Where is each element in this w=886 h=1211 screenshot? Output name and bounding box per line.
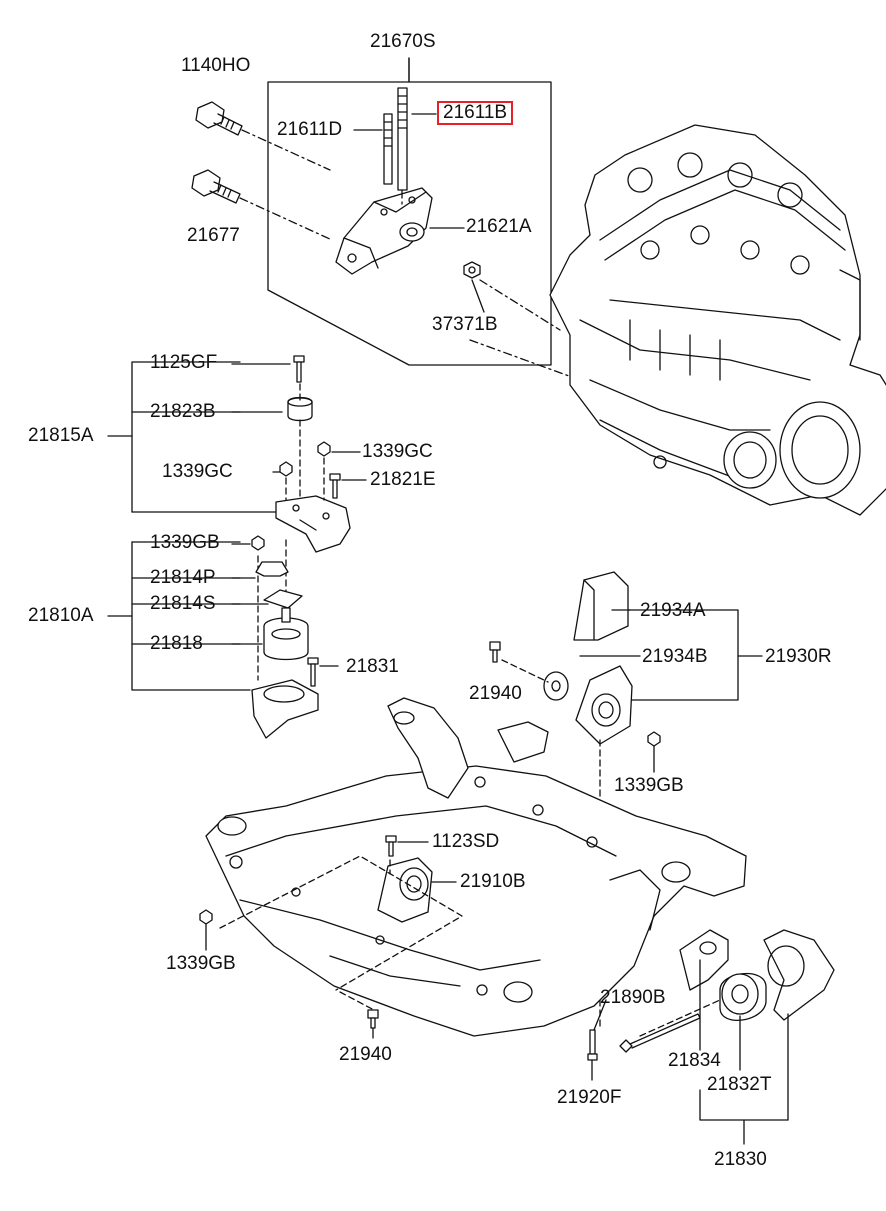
mount-21930r-icon: [575, 665, 633, 745]
label-1339gc-right[interactable]: 1339GC: [362, 441, 433, 462]
label-21621a[interactable]: 21621A: [466, 216, 532, 237]
bracket-21930r-outline: [579, 609, 763, 701]
bolt-21821e-icon: [329, 473, 341, 499]
label-1125gf[interactable]: 1125GF: [150, 352, 218, 373]
bolt-1125gf-icon: [293, 355, 305, 383]
bolt-1123sd-icon: [385, 835, 397, 857]
label-21821e[interactable]: 21821E: [370, 469, 436, 490]
label-21910b[interactable]: 21910B: [460, 871, 526, 892]
bolt-21940-top-icon: [489, 641, 501, 663]
bushing-21832t-icon: [719, 972, 767, 1021]
label-21611d[interactable]: 21611D: [277, 119, 343, 140]
bushing-21823b-icon: [287, 396, 313, 422]
subframe-icon: [205, 697, 747, 1037]
stud-21611b-icon: [397, 87, 408, 191]
nut-1339gc-right-icon: [317, 441, 331, 457]
leader-lines-misc: [353, 57, 631, 1031]
bolt-21831-icon: [307, 657, 319, 687]
bracket-21834-icon: [679, 929, 729, 991]
cover-21934a-icon: [573, 571, 629, 641]
bolt-21920f-icon: [587, 1029, 598, 1081]
rod-21830-icon: [763, 929, 835, 1021]
label-21814s[interactable]: 21814S: [150, 593, 216, 614]
nut-1339gc-left-icon: [279, 461, 293, 477]
upper-mount-group-box: [267, 57, 552, 366]
label-21823b[interactable]: 21823B: [150, 401, 216, 422]
nut-1339gb-right-icon: [647, 731, 661, 773]
label-1339gb-right[interactable]: 1339GB: [614, 775, 684, 796]
label-21930r[interactable]: 21930R: [765, 646, 832, 667]
label-21890b[interactable]: 21890B: [600, 987, 666, 1008]
mount-base-21810a-icon: [251, 679, 319, 739]
bracket-21815a-outline: [107, 361, 281, 513]
label-21834[interactable]: 21834: [668, 1050, 721, 1071]
label-1339gb-left[interactable]: 1339GB: [166, 953, 236, 974]
label-21670s[interactable]: 21670S: [370, 31, 436, 52]
bolt-21677-icon: [191, 169, 241, 204]
label-21830[interactable]: 21830: [714, 1149, 767, 1170]
assembly-lines-subframe: [219, 855, 721, 1037]
nut-1339gb-left-icon: [199, 909, 213, 951]
bolt-21890b-icon: [619, 1013, 701, 1053]
nut-37371b-icon: [463, 261, 481, 279]
label-1140ho[interactable]: 1140HO: [181, 55, 251, 76]
plate-21814s-icon: [263, 589, 303, 609]
label-21832t[interactable]: 21832T: [707, 1074, 772, 1095]
label-21831[interactable]: 21831: [346, 656, 399, 677]
mount-bracket-21815a-icon: [275, 495, 351, 553]
label-1123sd[interactable]: 1123SD: [432, 831, 500, 852]
label-21934b[interactable]: 21934B: [642, 646, 708, 667]
label-21818[interactable]: 21818: [150, 633, 203, 654]
washer-21934b-icon: [543, 671, 569, 701]
label-21940-top[interactable]: 21940: [469, 683, 522, 704]
assembly-lines-top: [239, 129, 581, 381]
label-21814p[interactable]: 21814P: [150, 567, 216, 588]
bracket-21621a-icon: [335, 187, 433, 275]
label-1339gc-left[interactable]: 1339GC: [162, 461, 233, 482]
label-21611b-highlighted[interactable]: 21611B: [437, 101, 514, 125]
label-21677[interactable]: 21677: [187, 225, 240, 246]
label-37371b[interactable]: 37371B: [432, 314, 498, 335]
bolt-1140ho-icon: [195, 101, 243, 136]
bracket-21810a-outline: [107, 541, 251, 691]
leader-lines-left: [231, 363, 367, 667]
label-21934a[interactable]: 21934A: [640, 600, 706, 621]
label-21815a[interactable]: 21815A: [28, 425, 94, 446]
label-1339gb-top[interactable]: 1339GB: [150, 532, 220, 553]
label-21920f[interactable]: 21920F: [557, 1087, 622, 1108]
label-21810a[interactable]: 21810A: [28, 605, 94, 626]
stud-21611d-icon: [383, 113, 393, 185]
nut-1339gb-top-icon: [251, 535, 265, 551]
bracket-21814p-icon: [255, 561, 289, 577]
label-21940-bottom[interactable]: 21940: [339, 1044, 392, 1065]
bracket-21830-outline: [699, 959, 789, 1145]
bolt-21940-bottom-icon: [367, 1009, 379, 1039]
engine-block-icon: [549, 124, 886, 516]
insulator-21818-icon: [263, 607, 309, 661]
